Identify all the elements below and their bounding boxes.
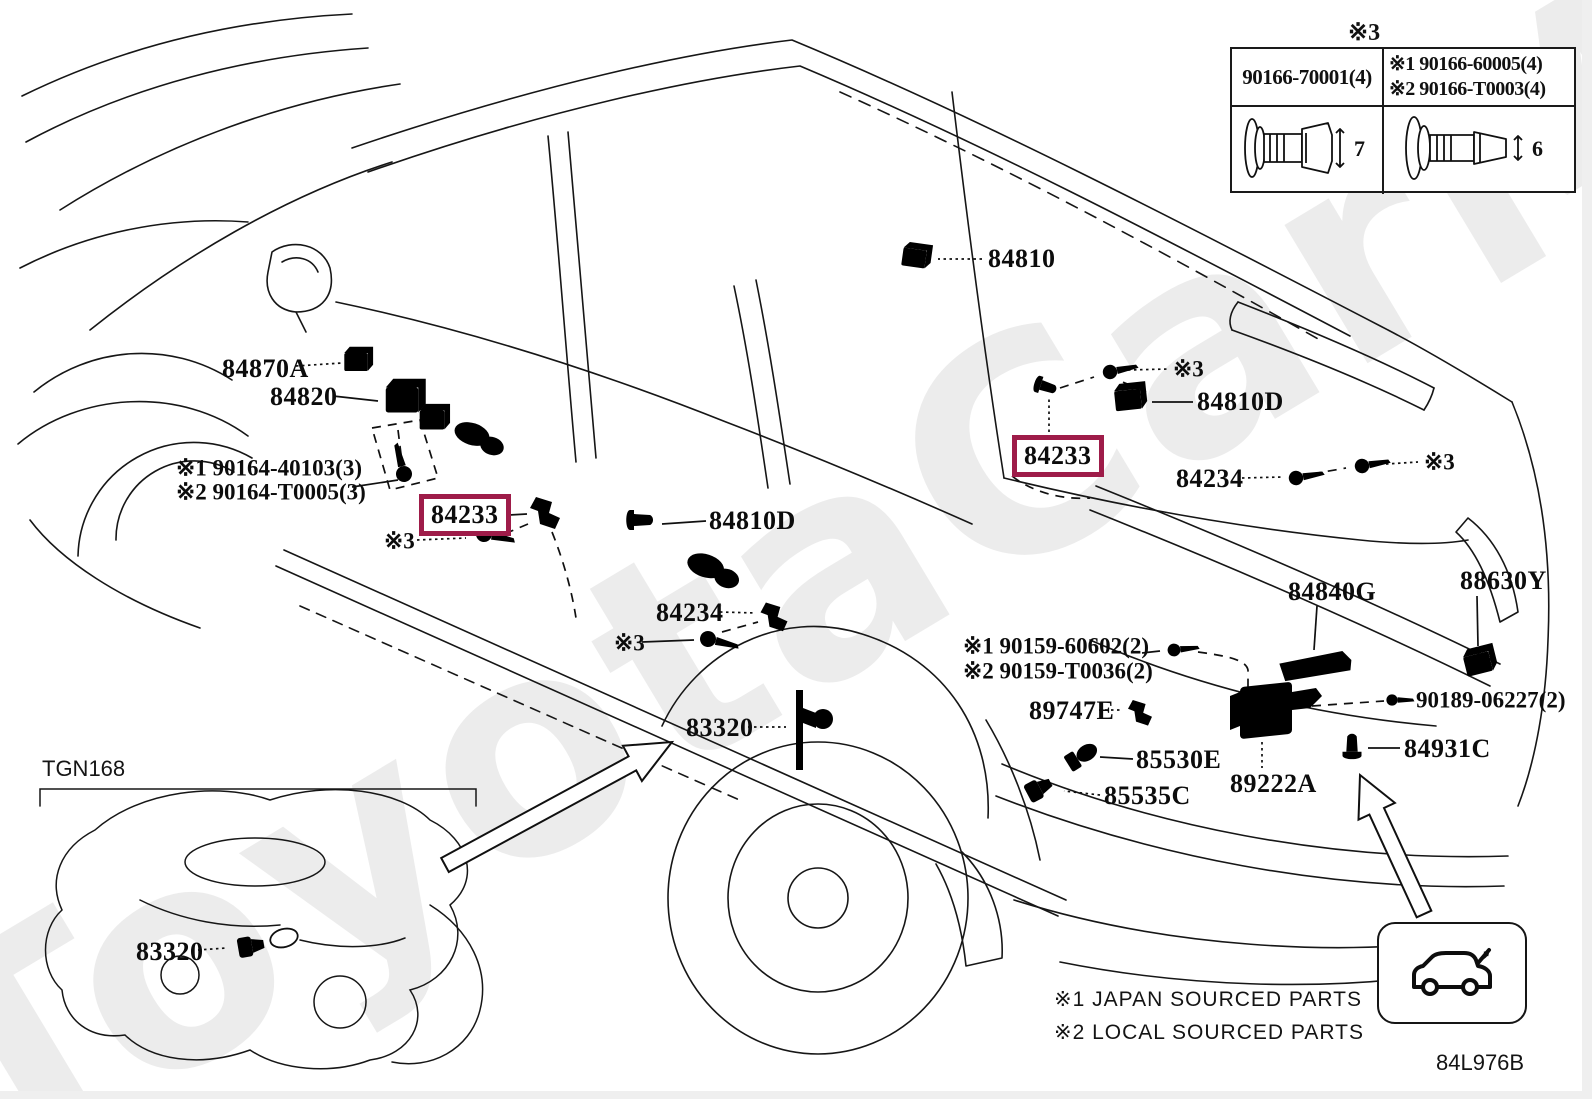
page-edge-bottom — [0, 1091, 1592, 1099]
part-label-88630Y[interactable]: 88630Y — [1460, 566, 1547, 595]
part-label-84810D-mid[interactable]: 84810D — [709, 506, 796, 535]
ecu-89222A-icon — [1230, 681, 1322, 740]
screw-84234r1-icon — [1287, 465, 1326, 487]
part-label-84931C[interactable]: 84931C — [1404, 734, 1491, 763]
sourcing-legend: ※1 JAPAN SOURCED PARTS ※2 LOCAL SOURCED … — [1054, 984, 1364, 1049]
clip-dim-left: 7 — [1354, 136, 1365, 161]
ref-part-left[interactable]: 90166-70001(4) — [1242, 64, 1372, 89]
part-label-90164-note1[interactable]: ※1 90164-40103(3) — [176, 455, 362, 481]
part-label-note3-a: ※3 — [384, 528, 415, 554]
pointer-arrow-main — [439, 740, 675, 874]
part-label-90159-note2[interactable]: ※2 90159-T0036(2) — [963, 658, 1153, 684]
screw-90189-icon — [1386, 694, 1415, 706]
part-label-90189[interactable]: 90189-06227(2) — [1416, 687, 1566, 713]
part-label-85530E[interactable]: 85530E — [1136, 745, 1222, 774]
ref-clip-right-cell: 6 — [1382, 105, 1574, 194]
part-label-84234-right[interactable]: 84234 — [1176, 464, 1244, 493]
part-label-90164-note2[interactable]: ※2 90164-T0005(3) — [176, 479, 366, 505]
sender-83320-mid-icon — [796, 690, 833, 770]
ref-part-right-line1: ※1 90166-60005(4) — [1389, 53, 1543, 75]
part-label-83320-bottom[interactable]: 83320 — [136, 937, 204, 966]
lamp-lens-mid-icon — [684, 548, 742, 592]
part-icons — [236, 241, 1499, 959]
part-label-89747E[interactable]: 89747E — [1029, 696, 1115, 725]
ref-part-right[interactable]: ※1 90166-60005(4) ※2 90166-T0003(4) — [1382, 49, 1574, 105]
switch-84820-icon — [385, 378, 426, 413]
clip-dim-right: 6 — [1532, 136, 1543, 161]
part-label-84810[interactable]: 84810 — [988, 244, 1056, 273]
part-label-85535C[interactable]: 85535C — [1104, 781, 1191, 810]
contact-84840G-icon — [1278, 650, 1353, 682]
diagram-code: 84L976B — [1436, 1050, 1525, 1075]
ref-part-right-line2: ※2 90166-T0003(4) — [1389, 78, 1546, 100]
part-label-90159-note1[interactable]: ※1 90159-60602(2) — [963, 633, 1149, 659]
legend-line-japan: ※1 JAPAN SOURCED PARTS — [1054, 988, 1362, 1011]
lock-84233-left-icon — [530, 497, 560, 529]
legend-line-local: ※2 LOCAL SOURCED PARTS — [1054, 1020, 1364, 1044]
sensor-84234-mid-icon — [760, 602, 788, 632]
screw-note3c-icon — [1101, 358, 1140, 381]
tailgate-icon-box — [1377, 922, 1527, 1024]
switch-84870A-icon — [344, 346, 374, 371]
clip-drawing-right: 6 — [1405, 116, 1543, 180]
part-label-84233-right[interactable]: 84233 — [1012, 435, 1104, 477]
part-label-83320-mid[interactable]: 83320 — [686, 713, 754, 742]
bulb-83320-bottom-icon — [269, 927, 299, 949]
clip-84233-right-icon — [1031, 374, 1059, 399]
clip-84810D-mid-icon — [626, 510, 653, 530]
part-label-84870A[interactable]: 84870A — [222, 354, 309, 383]
clip-84931C-icon — [1342, 733, 1362, 760]
tailgate-open-icon — [1412, 948, 1492, 996]
part-label-84840G[interactable]: 84840G — [1288, 577, 1377, 606]
socket-83320-bottom-icon — [236, 934, 266, 959]
leader-lines — [197, 258, 1479, 951]
part-label-84233-left[interactable]: 84233 — [419, 494, 511, 536]
page-edge-right — [1582, 0, 1592, 1099]
part-label-note3-c: ※3 — [1173, 356, 1204, 382]
vehicle-frame-label: TGN168 — [42, 756, 126, 781]
screw-84234r2-icon — [1353, 453, 1392, 475]
part-label-note3-d: ※3 — [1424, 449, 1455, 475]
part-label-84234-mid[interactable]: 84234 — [656, 598, 724, 627]
part-label-84810D-right[interactable]: 84810D — [1197, 387, 1284, 416]
pointer-arrow-rear — [1357, 772, 1433, 919]
clip-drawing-left: 7 — [1244, 118, 1365, 178]
car-outline — [17, 13, 1550, 1055]
clip-84810D-right-icon — [1113, 381, 1148, 412]
part-label-89222A[interactable]: 89222A — [1230, 769, 1317, 798]
ref-table: 90166-70001(4) ※1 90166-60005(4) ※2 9016… — [1230, 47, 1576, 194]
antenna-84810-icon — [901, 241, 934, 270]
switch-84820b-icon — [419, 403, 451, 430]
bulb-85530E-icon — [1063, 739, 1101, 773]
sensor-89747E-icon — [1128, 700, 1152, 726]
screw-note3b-icon — [698, 629, 741, 655]
lamp-lens-front-icon — [451, 417, 507, 459]
part-label-84820[interactable]: 84820 — [270, 382, 338, 411]
ref-table-note: ※3 — [1348, 20, 1381, 46]
screw-90159-icon — [1166, 640, 1201, 658]
part-label-note3-b: ※3 — [614, 630, 645, 656]
engine-inset-drawing — [39, 788, 484, 1070]
ref-clip-left-cell: 7 — [1232, 105, 1382, 194]
